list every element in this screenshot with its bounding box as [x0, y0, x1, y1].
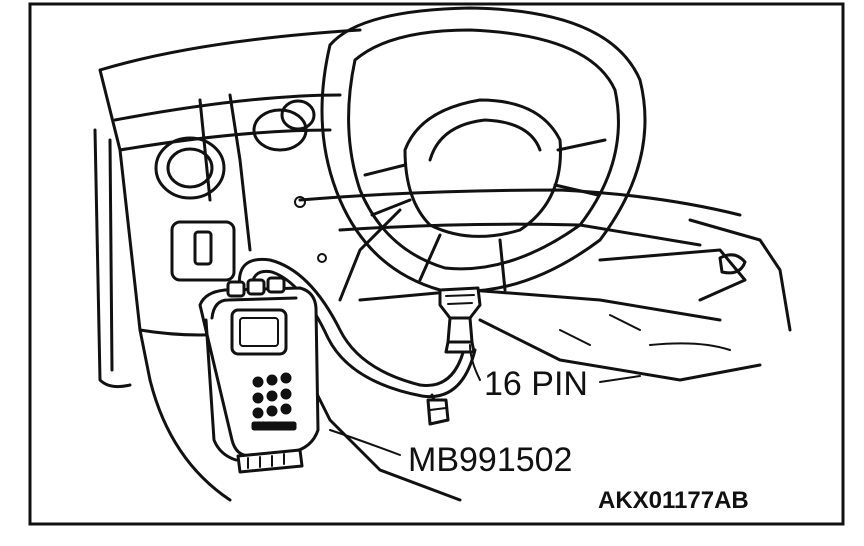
adapter-plug: [426, 398, 450, 426]
steering-wheel-icon: [320, 6, 647, 302]
diagnostic-connector-icon: [438, 286, 482, 354]
border-frame: [28, 2, 845, 526]
dashboard-illustration: [93, 28, 792, 502]
tool-leader-line: [329, 429, 401, 456]
scan-tool-keypad: [251, 372, 297, 431]
connector-label: 16 PIN: [484, 365, 588, 403]
figure-id-label: AKX01177AB: [598, 487, 749, 514]
connector-leader-line-right: [599, 375, 641, 383]
scan-tool-icon: [198, 276, 320, 474]
connector-leader-line: [469, 344, 481, 381]
tool-part-number-label: MB991502: [408, 441, 572, 479]
